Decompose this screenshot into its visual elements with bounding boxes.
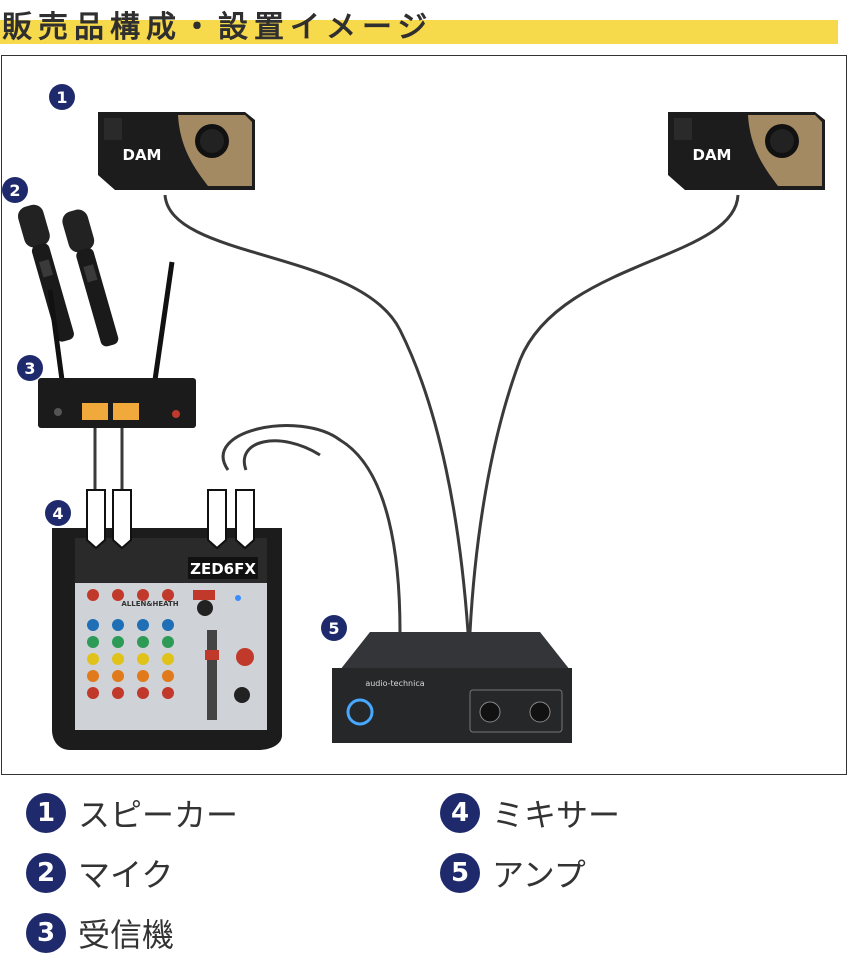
callout-3: 3 (17, 355, 43, 381)
cable-mixer-amp (221, 424, 402, 633)
page-title: 販売品構成・設置イメージ (2, 10, 434, 45)
xlr-4 (235, 489, 255, 550)
mixer-knobs (87, 589, 254, 703)
callout-5-num: 5 (328, 619, 339, 638)
mixer-brand-label: ALLEN&HEATH (121, 600, 178, 608)
cable-right-speaker (468, 194, 740, 633)
cable-left-speaker (163, 194, 470, 633)
legend-label: 受信機 (78, 916, 175, 954)
legend-badge: 5 (440, 853, 480, 893)
legend-label: ミキサー (492, 796, 621, 834)
legend-item-amplifier: 5 アンプ (440, 848, 586, 898)
mixer: ZED6FX ALLEN&HEATH (52, 528, 282, 750)
callout-4-num: 4 (52, 504, 63, 523)
amplifier: audio-technica (332, 632, 572, 743)
title-banner: 販売品構成・設置イメージ (0, 0, 850, 50)
callout-2-num: 2 (9, 181, 20, 200)
cable-mixer-amp-2 (242, 439, 321, 471)
callout-5: 5 (321, 615, 347, 641)
receiver (38, 261, 196, 428)
callout-2: 2 (2, 177, 28, 203)
xlr-1 (86, 489, 106, 550)
legend-label: スピーカー (78, 796, 239, 834)
xlr-connectors (86, 489, 255, 550)
legend-item-microphone: 2 マイク (26, 848, 173, 898)
setup-diagram: 1 2 3 4 5 DAM DAM (2, 84, 825, 750)
legend-item-speaker: 1 スピーカー (26, 788, 238, 838)
legend-badge: 3 (26, 913, 66, 953)
legend-badge: 1 (26, 793, 66, 833)
legend-label: アンプ (492, 856, 586, 894)
title-highlight (0, 20, 838, 44)
speaker-left-logo: DAM (123, 146, 162, 164)
legend-item-receiver: 3 受信機 (26, 908, 174, 958)
amp-brand-label: audio-technica (365, 679, 424, 688)
xlr-3 (207, 489, 227, 550)
callout-4: 4 (45, 500, 71, 526)
legend-label: マイク (78, 856, 174, 894)
speaker-left: DAM (98, 112, 255, 190)
callout-3-num: 3 (24, 359, 35, 378)
mixer-model-label: ZED6FX (190, 560, 256, 578)
xlr-2 (112, 489, 132, 550)
speaker-right: DAM (668, 112, 825, 190)
microphone-1 (17, 204, 74, 342)
legend-badge: 4 (440, 793, 480, 833)
speaker-right-logo: DAM (693, 146, 732, 164)
microphones (17, 204, 119, 347)
cables (93, 194, 740, 633)
legend-badge: 2 (26, 853, 66, 893)
legend: 1 スピーカー 2 マイク 3 受信機 4 ミキサー 5 アンプ (0, 780, 850, 980)
legend-item-mixer: 4 ミキサー (440, 788, 620, 838)
callout-1-num: 1 (56, 88, 67, 107)
microphone-2 (62, 209, 119, 347)
callout-1: 1 (49, 84, 75, 110)
